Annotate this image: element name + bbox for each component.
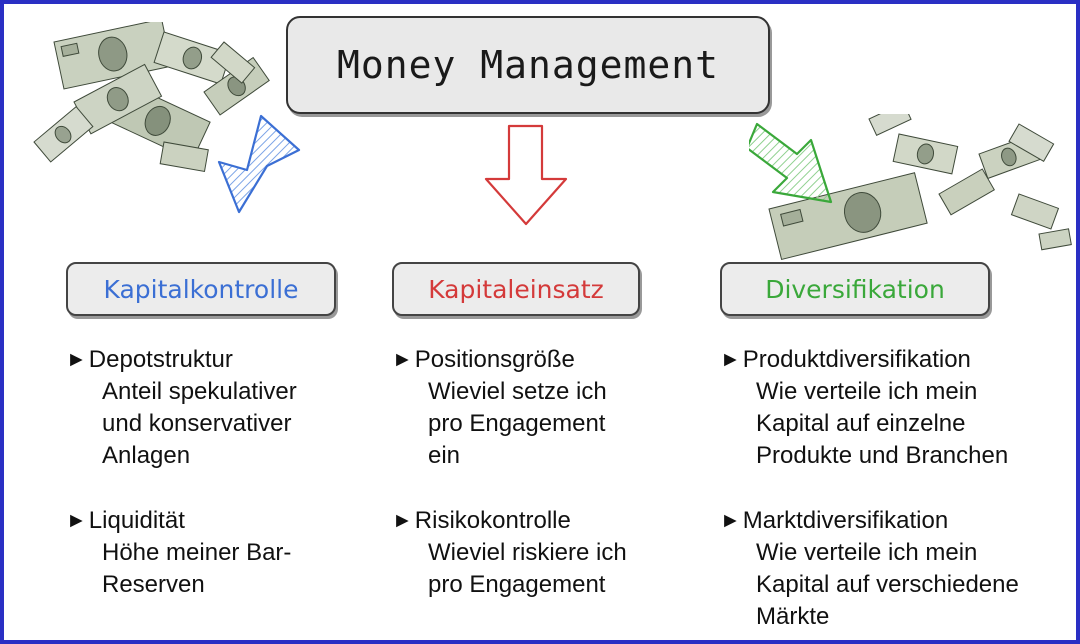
item-description: Wieviel setze ich pro Engagement ein <box>392 376 627 472</box>
bullet-icon: ► <box>392 348 413 371</box>
item-description: Wieviel riskiere ich pro Engagement <box>392 537 627 601</box>
heading-text: Kapitalkontrolle <box>103 274 299 304</box>
description-line: Anteil spekulativer <box>102 378 297 405</box>
bullet-icon: ► <box>720 348 741 371</box>
item-label: Risikokontrolle <box>414 507 571 534</box>
item-description: Höhe meiner Bar- Reserven <box>66 537 297 601</box>
description-line: pro Engagement <box>428 410 606 437</box>
description-line: Wieviel riskiere ich <box>428 539 627 566</box>
list-item: ►Marktdiversifikation Wie verteile ich m… <box>720 505 1019 633</box>
description-line: Wie verteile ich mein <box>756 539 978 566</box>
description-line: Märkte <box>756 603 830 630</box>
red-arrow-icon <box>484 124 568 226</box>
column-kapitalkontrolle: ►Depotstruktur Anteil spekulativer und k… <box>66 344 297 634</box>
heading-text: Kapitaleinsatz <box>428 274 604 304</box>
description-line: und konservativer <box>102 410 292 437</box>
list-item: ►Positionsgröße Wieviel setze ich pro En… <box>392 344 627 472</box>
description-line: ein <box>428 442 461 469</box>
heading-text: Diversifikation <box>765 274 945 304</box>
description-line: Anlagen <box>102 442 191 469</box>
bullet-icon: ► <box>392 509 413 532</box>
banknotes-left-icon <box>33 22 270 173</box>
page-title: Money Management <box>336 43 720 87</box>
description-line: Kapital auf einzelne <box>756 410 966 437</box>
description-line: Wie verteile ich mein <box>756 378 978 405</box>
item-label: Depotstruktur <box>88 346 233 373</box>
heading-kapitaleinsatz: Kapitaleinsatz <box>392 262 640 316</box>
description-line: Kapital auf verschiedene <box>756 571 1019 598</box>
item-description: Wie verteile ich mein Kapital auf versch… <box>720 537 1019 633</box>
item-label: Marktdiversifikation <box>742 507 949 534</box>
description-line: Höhe meiner Bar- <box>102 539 292 566</box>
column-diversifikation: ►Produktdiversifikation Wie verteile ich… <box>720 344 1019 640</box>
list-item: ►Risikokontrolle Wieviel riskiere ich pr… <box>392 505 627 601</box>
title-box: Money Management <box>286 16 770 114</box>
description-line: pro Engagement <box>428 571 606 598</box>
description-line: Produkte und Branchen <box>756 442 1009 469</box>
bullet-icon: ► <box>720 509 741 532</box>
blue-arrow-icon <box>217 114 301 214</box>
item-label: Produktdiversifikation <box>742 346 971 373</box>
list-item: ►Liquidität Höhe meiner Bar- Reserven <box>66 505 297 601</box>
description-line: Reserven <box>102 571 205 598</box>
heading-kapitalkontrolle: Kapitalkontrolle <box>66 262 336 316</box>
item-description: Anteil spekulativer und konservativer An… <box>66 376 297 472</box>
bullet-icon: ► <box>66 348 87 371</box>
list-item: ►Depotstruktur Anteil spekulativer und k… <box>66 344 297 472</box>
banknotes-right-icon <box>768 114 1072 261</box>
item-description: Wie verteile ich mein Kapital auf einzel… <box>720 376 1019 472</box>
green-arrow-icon <box>749 122 833 204</box>
item-label: Positionsgröße <box>414 346 575 373</box>
item-label: Liquidität <box>88 507 185 534</box>
bullet-icon: ► <box>66 509 87 532</box>
column-kapitaleinsatz: ►Positionsgröße Wieviel setze ich pro En… <box>392 344 627 634</box>
description-line: Wieviel setze ich <box>428 378 607 405</box>
list-item: ►Produktdiversifikation Wie verteile ich… <box>720 344 1019 472</box>
heading-diversifikation: Diversifikation <box>720 262 990 316</box>
